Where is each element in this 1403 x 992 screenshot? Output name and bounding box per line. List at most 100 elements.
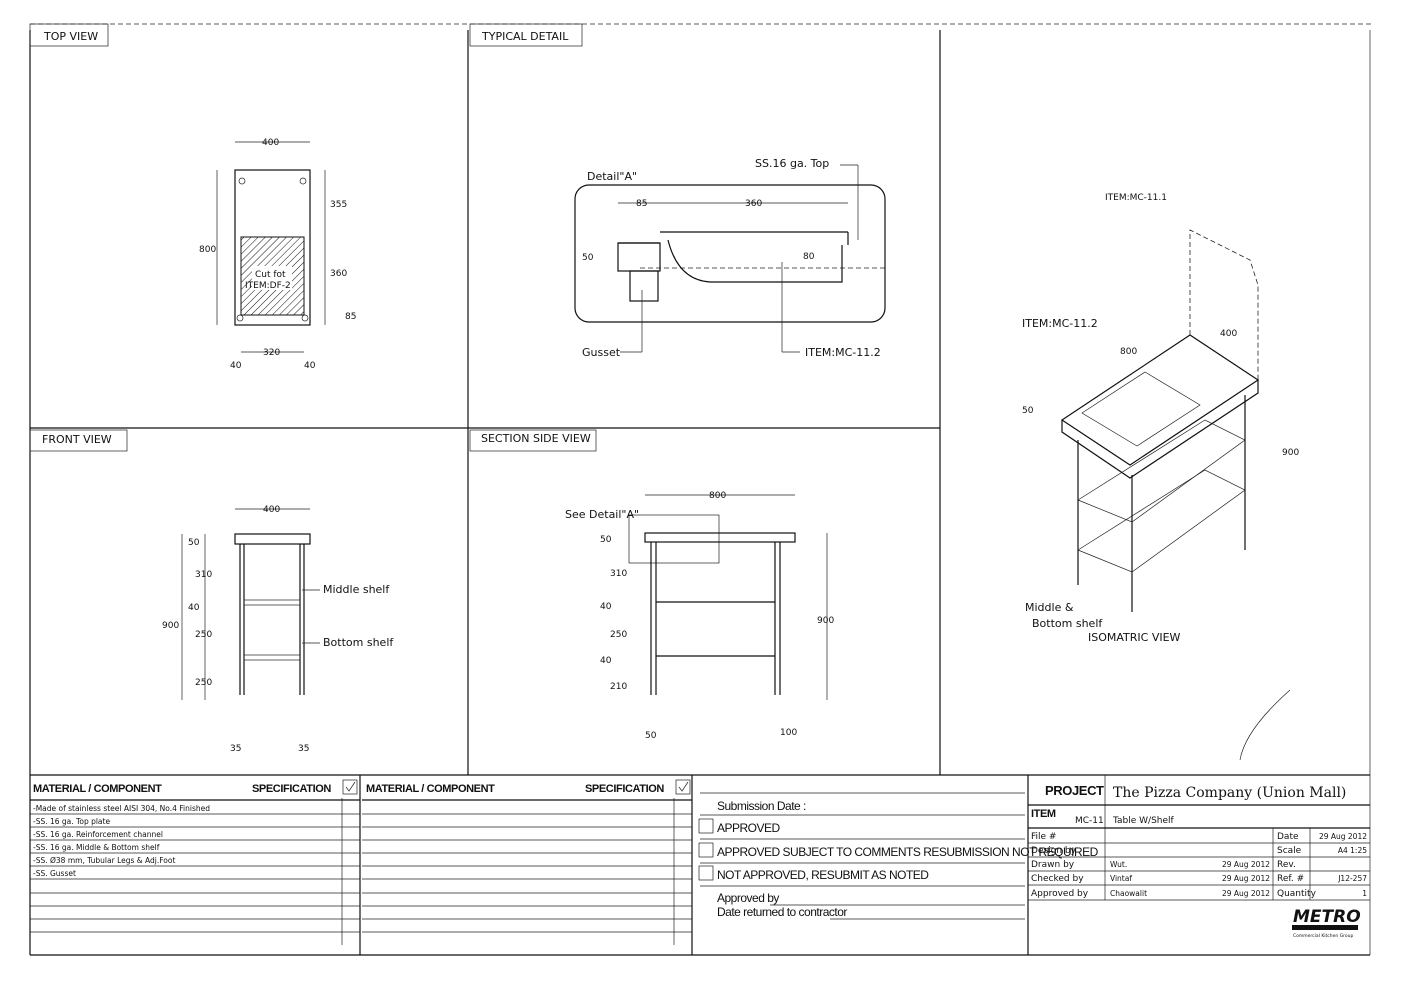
- svg-text:800: 800: [1120, 347, 1137, 357]
- svg-text:Table W/Shelf: Table W/Shelf: [1112, 816, 1175, 826]
- spec-checkbox-2[interactable]: [675, 779, 691, 795]
- svg-text:900: 900: [162, 621, 179, 631]
- svg-text:900: 900: [1282, 448, 1299, 458]
- top-view-drawing: Cut fot ITEM:DF-2 400 800 355 360 85 320…: [199, 138, 356, 371]
- svg-text:Wut.: Wut.: [1110, 860, 1127, 869]
- svg-text:50: 50: [582, 253, 594, 263]
- svg-text:Vintaf: Vintaf: [1110, 874, 1132, 883]
- check-icon: [345, 781, 356, 792]
- svg-text:Approved by: Approved by: [1031, 889, 1089, 899]
- svg-text:29 Aug 2012: 29 Aug 2012: [1222, 874, 1270, 883]
- section-side-view-title: SECTION SIDE VIEW: [469, 429, 597, 452]
- svg-text:See Detail"A": See Detail"A": [565, 508, 639, 521]
- typical-detail-title: TYPICAL DETAIL: [469, 23, 583, 47]
- svg-text:320: 320: [263, 348, 280, 358]
- svg-text:MATERIAL / COMPONENT: MATERIAL / COMPONENT: [366, 783, 495, 795]
- material-row: -SS. Gusset: [33, 869, 76, 878]
- svg-text:Approved by: Approved by: [717, 891, 779, 905]
- svg-text:J12-257: J12-257: [1337, 874, 1367, 883]
- svg-text:40: 40: [188, 603, 200, 613]
- svg-text:400: 400: [1220, 329, 1237, 339]
- svg-text:35: 35: [230, 744, 241, 754]
- svg-text:50: 50: [645, 731, 657, 741]
- svg-text:Middle &: Middle &: [1025, 601, 1074, 614]
- svg-text:Checked by: Checked by: [1031, 874, 1084, 884]
- svg-text:TYPICAL DETAIL: TYPICAL DETAIL: [481, 30, 569, 43]
- svg-text:85: 85: [636, 199, 647, 209]
- svg-text:Drawn by: Drawn by: [1031, 860, 1075, 870]
- svg-text:355: 355: [330, 200, 347, 210]
- svg-text:40: 40: [230, 361, 242, 371]
- svg-text:SECTION SIDE VIEW: SECTION SIDE VIEW: [481, 432, 591, 445]
- svg-text:310: 310: [195, 570, 212, 580]
- approved-with-comments-checkbox[interactable]: [698, 842, 714, 858]
- section-side-view-drawing: 800 See Detail"A" 50 310 40 250 40 210 9…: [565, 491, 834, 741]
- svg-text:1: 1: [1362, 889, 1367, 898]
- submission-block: Submission Date : APPROVED APPROVED SUBJ…: [698, 775, 1099, 955]
- svg-text:80: 80: [803, 252, 815, 262]
- svg-text:ITEM:MC-11.2: ITEM:MC-11.2: [1022, 317, 1098, 330]
- front-view-drawing: 400 50 310 40 900 250 250 35 35 Middle s…: [162, 505, 394, 754]
- svg-text:File #: File #: [1031, 832, 1056, 842]
- title-block: PROJECT The Pizza Company (Union Mall) I…: [1028, 775, 1370, 939]
- svg-text:250: 250: [195, 678, 212, 688]
- svg-text:Rev.: Rev.: [1277, 860, 1296, 870]
- svg-text:800: 800: [709, 491, 726, 501]
- svg-text:50: 50: [188, 538, 200, 548]
- svg-text:SS.16 ga. Top: SS.16 ga. Top: [755, 157, 829, 170]
- svg-text:85: 85: [345, 312, 356, 322]
- svg-text:29 Aug 2012: 29 Aug 2012: [1222, 860, 1270, 869]
- svg-text:The Pizza Company (Union Mall): The Pizza Company (Union Mall): [1113, 785, 1346, 801]
- svg-text:ITEM: ITEM: [1031, 808, 1056, 820]
- svg-text:Commercial Kitchen Group: Commercial Kitchen Group: [1293, 933, 1354, 939]
- material-table-1: MATERIAL / COMPONENT SPECIFICATION -Made…: [30, 775, 361, 955]
- svg-text:A4 1:25: A4 1:25: [1338, 846, 1367, 855]
- svg-text:Bottom shelf: Bottom shelf: [323, 636, 394, 649]
- svg-text:PROJECT: PROJECT: [1045, 783, 1104, 798]
- svg-text:Chaowalit: Chaowalit: [1110, 889, 1147, 898]
- svg-text:360: 360: [745, 199, 762, 209]
- svg-text:TOP VIEW: TOP VIEW: [43, 30, 98, 43]
- svg-text:MC-11: MC-11: [1075, 816, 1104, 826]
- svg-text:360: 360: [330, 269, 347, 279]
- svg-text:Date: Date: [1277, 832, 1299, 842]
- svg-text:ITEM:MC-11.2: ITEM:MC-11.2: [805, 346, 881, 359]
- check-icon: [678, 781, 689, 792]
- isometric-view-drawing: ITEM:MC-11.1 ITEM:MC-11.2 800 400 50 900…: [1022, 193, 1299, 761]
- svg-text:40: 40: [304, 361, 316, 371]
- svg-text:APPROVED: APPROVED: [717, 821, 781, 835]
- svg-text:Cut fot: Cut fot: [255, 270, 286, 280]
- title-row-checked: Checked by Vintaf 29 Aug 2012 Ref. # J12…: [1031, 874, 1367, 884]
- spec-checkbox-1[interactable]: [342, 779, 358, 795]
- svg-text:APPROVED SUBJECT TO COMMENTS R: APPROVED SUBJECT TO COMMENTS RESUBMISSIO…: [717, 845, 1099, 859]
- svg-text:100: 100: [780, 728, 797, 738]
- svg-text:SPECIFICATION: SPECIFICATION: [585, 783, 664, 795]
- svg-text:MATERIAL / COMPONENT: MATERIAL / COMPONENT: [33, 783, 162, 795]
- svg-text:Middle shelf: Middle shelf: [323, 583, 390, 596]
- svg-text:ITEM:MC-11.1: ITEM:MC-11.1: [1105, 193, 1167, 203]
- material-row: -SS. Ø38 mm, Tubular Legs & Adj.Foot: [33, 856, 175, 865]
- svg-text:METRO: METRO: [1293, 907, 1361, 927]
- svg-text:40: 40: [600, 656, 612, 666]
- svg-text:NOT APPROVED, RESUBMIT AS NOTE: NOT APPROVED, RESUBMIT AS NOTED: [717, 868, 929, 882]
- svg-text:Gusset: Gusset: [582, 346, 621, 359]
- svg-text:400: 400: [262, 138, 279, 148]
- svg-text:250: 250: [195, 630, 212, 640]
- material-table-2: MATERIAL / COMPONENT SPECIFICATION: [362, 775, 693, 955]
- not-approved-checkbox[interactable]: [698, 865, 714, 881]
- svg-text:Bottom shelf: Bottom shelf: [1032, 617, 1103, 630]
- svg-text:210: 210: [610, 682, 627, 692]
- material-row: -SS. 16 ga. Middle & Bottom shelf: [33, 843, 160, 852]
- svg-text:Detail"A": Detail"A": [587, 170, 637, 183]
- svg-text:FRONT VIEW: FRONT VIEW: [42, 433, 112, 446]
- title-row-file: File # Date 29 Aug 2012: [1031, 832, 1367, 842]
- svg-text:Scale: Scale: [1277, 846, 1302, 856]
- material-row: -Made of stainless steel AISI 304, No.4 …: [33, 804, 210, 813]
- svg-text:Date returned to contractor: Date returned to contractor: [717, 905, 847, 919]
- svg-text:50: 50: [600, 535, 612, 545]
- svg-text:250: 250: [610, 630, 627, 640]
- svg-text:29 Aug 2012: 29 Aug 2012: [1222, 889, 1270, 898]
- approved-checkbox[interactable]: [698, 818, 714, 834]
- svg-text:Quantity: Quantity: [1277, 889, 1317, 899]
